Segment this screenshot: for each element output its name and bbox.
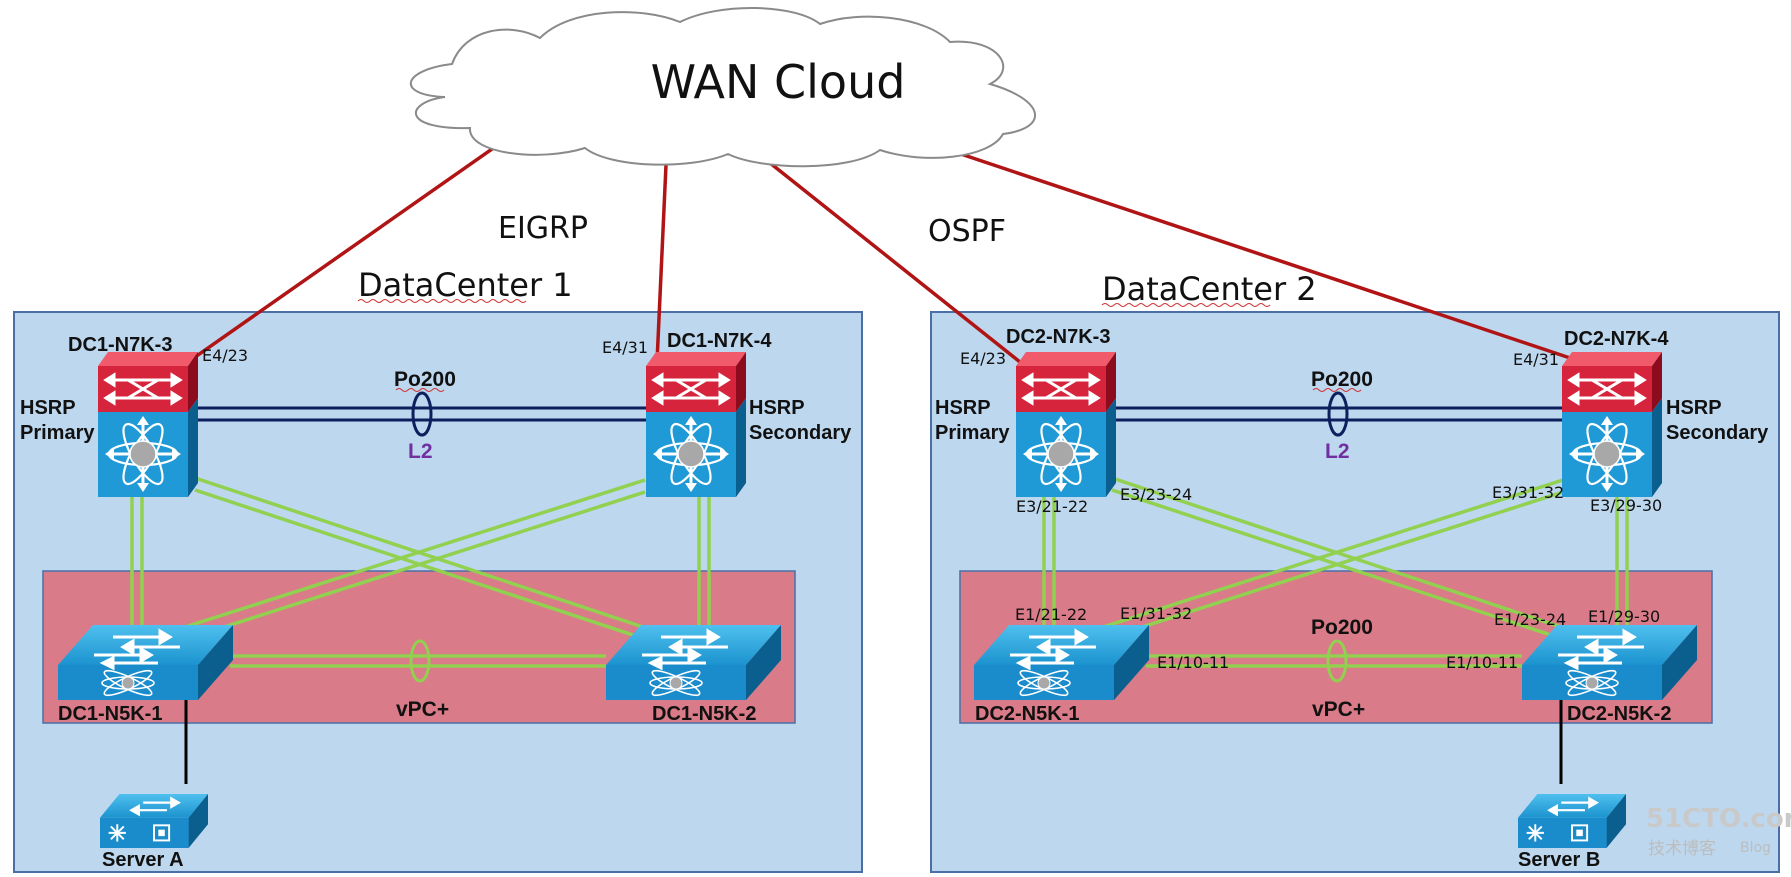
dc1-n7k4-icon[interactable] bbox=[646, 352, 746, 497]
cloud-label: WAN Cloud bbox=[651, 55, 906, 109]
dc1-n7k3-wan-link bbox=[186, 126, 524, 364]
watermark-site: 51CTO.com bbox=[1646, 804, 1791, 834]
dc2-n7k4-name: DC2-N7K-4 bbox=[1564, 328, 1669, 350]
dc2-n7k4-port-down: E3/29-30 bbox=[1590, 496, 1662, 515]
dc2-n5k1-port-peer: E1/10-11 bbox=[1157, 653, 1229, 672]
dc2-n7k3-role-2: Primary bbox=[935, 422, 1010, 444]
dc1-n7k3-icon[interactable] bbox=[98, 352, 198, 497]
dc2-vpc-link-label: Po200 bbox=[1311, 616, 1373, 639]
dc2-n5k2-port-peer: E1/10-11 bbox=[1446, 653, 1518, 672]
dc2-n7k4-wan-port: E4/31 bbox=[1513, 350, 1559, 369]
dc1-peer-link bbox=[196, 391, 648, 437]
dc2-n7k4-role-2: Secondary bbox=[1666, 422, 1769, 444]
dc1-n5k1-name: DC1-N5K-1 bbox=[58, 703, 162, 725]
dc2-n7k3-role-1: HSRP bbox=[935, 397, 991, 419]
dc2-n7k4-port-cross: E3/31-32 bbox=[1492, 483, 1564, 502]
dc1-n7k3-role-2: Primary bbox=[20, 422, 95, 444]
dc2-n7k3-icon[interactable] bbox=[1016, 352, 1116, 497]
protocol-eigrp-label: EIGRP bbox=[498, 211, 588, 246]
dc2-n7k4-wan-link bbox=[927, 141, 1577, 362]
dc2-n7k4-icon[interactable] bbox=[1562, 352, 1662, 497]
dc2-n5k2-port-up: E1/29-30 bbox=[1588, 607, 1660, 626]
dc2-n5k2-name: DC2-N5K-2 bbox=[1567, 703, 1671, 725]
dc2-n5k2-port-cross: E1/23-24 bbox=[1494, 610, 1566, 629]
dc1-n7k4-name: DC1-N7K-4 bbox=[667, 330, 772, 352]
dc1-access-links bbox=[130, 476, 711, 668]
dc1-n5k2-name: DC1-N5K-2 bbox=[652, 703, 756, 725]
dc2-n7k3-port-cross: E3/23-24 bbox=[1120, 485, 1192, 504]
dc1-n7k4-role-1: HSRP bbox=[749, 397, 805, 419]
dc2-vpc-peer-marker bbox=[1326, 639, 1348, 683]
dc2-n5k1-name: DC2-N5K-1 bbox=[975, 703, 1079, 725]
dc1-n5k2-icon[interactable] bbox=[606, 625, 781, 700]
watermark-sub: 技术博客 bbox=[1648, 839, 1716, 859]
dc2-peer-link-label: Po200 bbox=[1311, 368, 1373, 391]
dc1-n5k1-icon[interactable] bbox=[58, 625, 233, 700]
dc2-n7k3-port-down: E3/21-22 bbox=[1016, 497, 1088, 516]
watermark-tag: Blog bbox=[1740, 840, 1771, 856]
dc2-n5k2-icon[interactable] bbox=[1522, 625, 1697, 700]
cloud-icon bbox=[410, 6, 1036, 168]
dc2-n7k4-role-1: HSRP bbox=[1666, 397, 1722, 419]
server-a-name: Server A bbox=[102, 849, 184, 871]
dc2-n5k1-port-up: E1/21-22 bbox=[1015, 605, 1087, 624]
dc1-peer-link-type: L2 bbox=[408, 440, 433, 463]
server-b-name: Server B bbox=[1518, 849, 1600, 871]
dc1-n7k4-wan-link bbox=[655, 142, 669, 363]
dc2-n5k1-icon[interactable] bbox=[974, 625, 1149, 700]
dc2-vpc-label: vPC+ bbox=[1312, 698, 1365, 721]
server-a-icon[interactable] bbox=[98, 794, 210, 848]
dc2-n7k3-name: DC2-N7K-3 bbox=[1006, 326, 1110, 348]
dc2-n7k3-wan-port: E4/23 bbox=[960, 349, 1006, 368]
dc1-n7k3-name: DC1-N7K-3 bbox=[68, 334, 172, 356]
protocol-ospf-label: OSPF bbox=[928, 214, 1006, 249]
dc1-n7k4-role-2: Secondary bbox=[749, 422, 852, 444]
wan-links bbox=[186, 126, 1577, 368]
dc1-n7k4-wan-port: E4/31 bbox=[602, 338, 648, 357]
dc1-vpc-label: vPC+ bbox=[396, 698, 449, 721]
dc1-n7k3-role-1: HSRP bbox=[20, 397, 76, 419]
dc2-peer-link bbox=[1114, 391, 1562, 437]
server-b-icon[interactable] bbox=[1516, 794, 1628, 848]
dc2-title: DataCenter 2 bbox=[1102, 270, 1317, 308]
dc1-vpc-peer-marker bbox=[409, 639, 431, 683]
dc2-access-links bbox=[1042, 476, 1629, 668]
dc1-peer-link-label: Po200 bbox=[394, 368, 456, 391]
dc2-peer-link-type: L2 bbox=[1325, 440, 1350, 463]
dc1-n7k3-wan-port: E4/23 bbox=[202, 346, 248, 365]
dc1-title: DataCenter 1 bbox=[358, 266, 573, 304]
dc2-n5k1-port-cross: E1/31-32 bbox=[1120, 604, 1192, 623]
dc2-n7k3-wan-link bbox=[758, 153, 1027, 368]
